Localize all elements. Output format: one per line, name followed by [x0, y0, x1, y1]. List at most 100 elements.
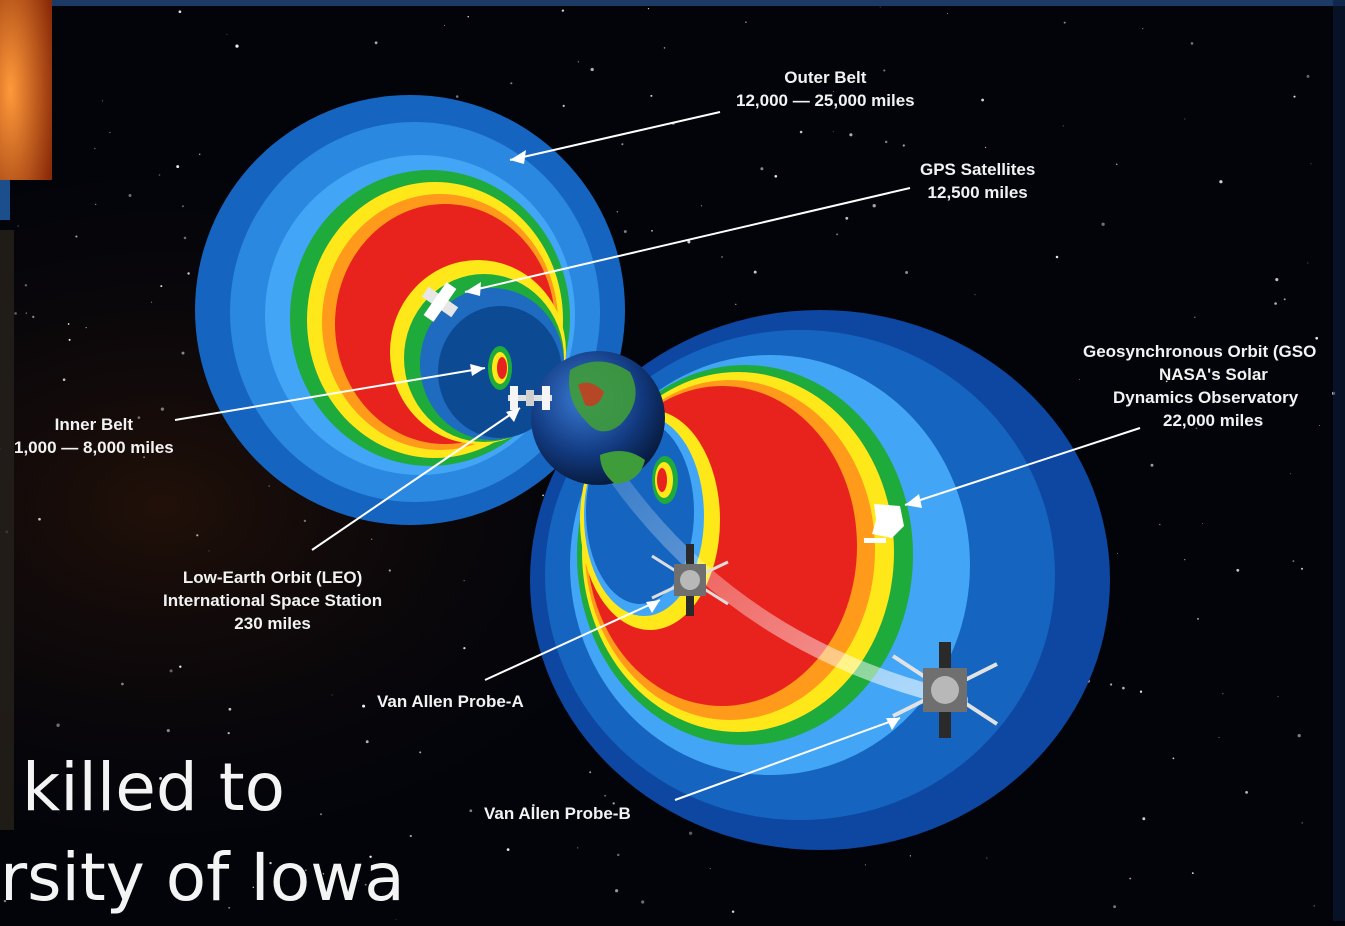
van-allen-probe-b-icon	[891, 642, 999, 738]
leo-title: Low-Earth Orbit (LEO)	[182, 568, 363, 587]
star	[872, 204, 876, 208]
probe-a-title: Van Allen Probe-A	[377, 692, 524, 711]
gps-title: GPS Satellites	[920, 160, 1036, 179]
star	[56, 723, 60, 727]
star	[1290, 473, 1291, 475]
star	[228, 906, 231, 909]
star	[374, 41, 378, 45]
slide-text-line-2: rsity of Iowa	[0, 839, 405, 916]
star	[1159, 523, 1161, 526]
star	[32, 315, 35, 319]
star	[621, 143, 624, 146]
star	[388, 569, 391, 572]
star	[369, 855, 372, 859]
probe-b-label: Van Allen Probe-B	[484, 802, 631, 825]
star	[196, 534, 199, 537]
star	[832, 130, 834, 132]
star	[947, 12, 949, 15]
star	[799, 130, 803, 134]
star	[395, 919, 397, 921]
star	[663, 47, 666, 49]
star	[561, 9, 565, 12]
star	[14, 312, 17, 315]
star	[85, 326, 87, 329]
star	[687, 240, 691, 244]
gps-label: GPS Satellites 12,500 miles	[920, 158, 1035, 204]
star	[731, 910, 735, 913]
star	[463, 580, 465, 582]
star	[121, 682, 124, 686]
star	[358, 880, 360, 882]
star	[510, 82, 513, 85]
star	[1190, 42, 1194, 45]
star	[1236, 568, 1240, 572]
star	[651, 229, 653, 232]
star	[1307, 262, 1309, 264]
star	[103, 810, 105, 813]
star	[455, 95, 459, 98]
sun-edge	[0, 0, 52, 180]
star	[469, 809, 473, 813]
star	[616, 211, 618, 213]
star	[226, 33, 228, 35]
star	[1142, 817, 1146, 821]
star	[371, 538, 373, 540]
star	[303, 519, 307, 523]
star	[641, 900, 645, 904]
star	[467, 16, 469, 18]
star	[542, 494, 544, 497]
star	[1122, 686, 1125, 690]
probe-b-title: Van Allen Probe-B	[484, 804, 631, 823]
gso-distance: 22,000 miles	[1163, 411, 1264, 430]
star	[1306, 74, 1310, 78]
star	[1222, 693, 1224, 695]
star	[235, 44, 239, 48]
star	[1063, 21, 1066, 24]
star	[615, 889, 619, 893]
star	[1297, 733, 1301, 738]
star	[735, 303, 737, 305]
star	[269, 861, 272, 865]
star	[974, 294, 976, 296]
star	[604, 794, 607, 797]
star	[319, 813, 323, 816]
star	[176, 165, 180, 169]
star	[159, 776, 163, 780]
outer-belt-label: Outer Belt 12,000 — 25,000 miles	[736, 66, 915, 112]
star	[506, 848, 510, 851]
star	[864, 864, 866, 866]
inner-belt	[488, 346, 678, 504]
star	[1313, 905, 1315, 907]
star	[252, 886, 255, 889]
star	[75, 235, 78, 238]
star	[577, 61, 579, 63]
star	[268, 485, 271, 487]
star	[1293, 95, 1296, 98]
van-allen-probe-a-icon	[651, 544, 729, 616]
star	[709, 868, 711, 870]
star	[1078, 378, 1081, 381]
star	[179, 665, 182, 668]
star	[832, 91, 834, 93]
iss-icon	[508, 386, 552, 410]
star	[1242, 370, 1246, 374]
star	[151, 301, 153, 303]
star	[1300, 567, 1304, 570]
star	[364, 883, 367, 886]
star	[721, 256, 723, 258]
star	[208, 550, 210, 552]
star	[1139, 690, 1143, 693]
star	[38, 517, 41, 521]
gso-line2: NASA's Solar	[1159, 365, 1268, 384]
star	[183, 236, 187, 240]
star	[169, 669, 173, 673]
star	[1301, 822, 1303, 824]
star	[760, 167, 764, 171]
star	[1194, 316, 1196, 319]
gso-label: Geosynchronous Orbit (GSO NASA's Solar D…	[1083, 340, 1316, 432]
probe-a-label: Van Allen Probe-A	[377, 690, 524, 713]
star	[647, 7, 650, 10]
star	[1172, 757, 1175, 760]
star	[905, 271, 909, 274]
